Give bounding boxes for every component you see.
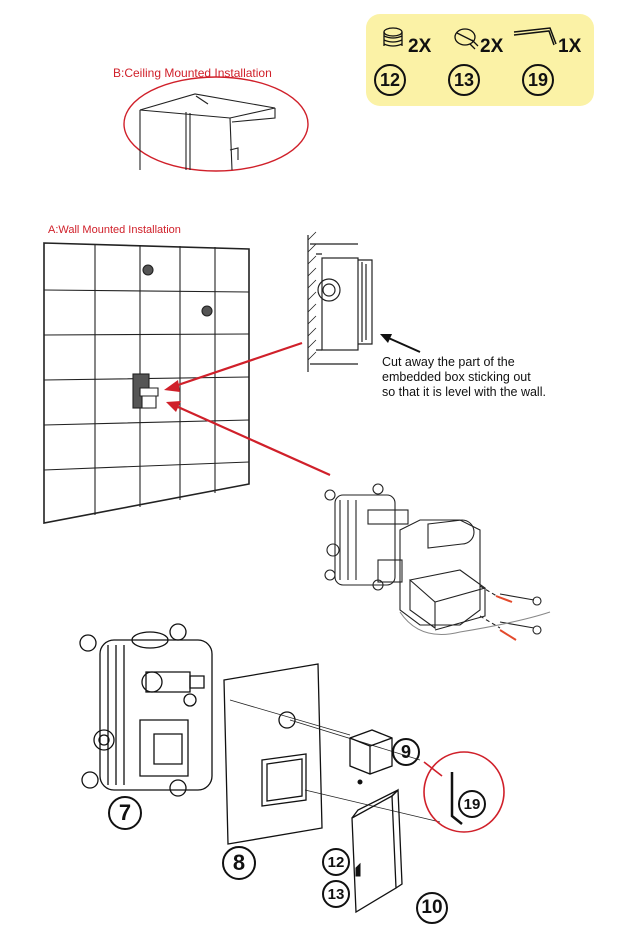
screw-insert-icon — [383, 27, 403, 47]
qty-part-12: 2X — [408, 36, 432, 57]
cover-plate-drawing — [223, 663, 323, 845]
qty-part-19: 1X — [558, 36, 582, 57]
red-pointer-arrows — [174, 341, 331, 477]
qty-part-13: 2X — [480, 36, 504, 57]
wall-mount-label: A:Wall Mounted Installation — [48, 224, 181, 236]
ceiling-mount-inset — [123, 76, 309, 172]
callout-valve-body: 7 — [108, 796, 142, 830]
slotted-screw-icon — [454, 28, 479, 50]
hex-key-icon — [513, 27, 557, 46]
note-line-1: Cut away the part of the — [382, 355, 515, 369]
small-screws — [355, 779, 363, 877]
part-number-19: 19 — [522, 64, 554, 96]
note-line-3: so that it is level with the wall. — [382, 385, 546, 399]
part-number-13: 13 — [448, 64, 480, 96]
callout-hex-key: 19 — [458, 790, 486, 818]
ceiling-mount-label: B:Ceiling Mounted Installation — [113, 66, 272, 80]
installation-note: Cut away the part of the embedded box st… — [382, 355, 546, 400]
part-number-12: 12 — [374, 64, 406, 96]
callout-screw-insert: 12 — [322, 848, 350, 876]
callout-handle: 10 — [416, 892, 448, 924]
note-line-2: embedded box sticking out — [382, 370, 531, 384]
callout-screw: 13 — [322, 880, 350, 908]
handle-cap-drawing — [349, 729, 393, 775]
valve-body-drawing — [79, 623, 213, 797]
callout-handle-cap: 9 — [392, 738, 420, 766]
note-pointer-arrow — [383, 335, 421, 353]
small-red-arrows — [495, 595, 517, 641]
mid-assembly-exploded — [324, 483, 551, 636]
hex-key-detail — [423, 751, 505, 833]
callout-cover-plate: 8 — [222, 846, 256, 880]
wall-tile-grid — [43, 242, 250, 524]
wall-section-detail — [307, 231, 373, 372]
parts-list-box — [366, 14, 594, 106]
handle-drawing — [351, 788, 403, 914]
